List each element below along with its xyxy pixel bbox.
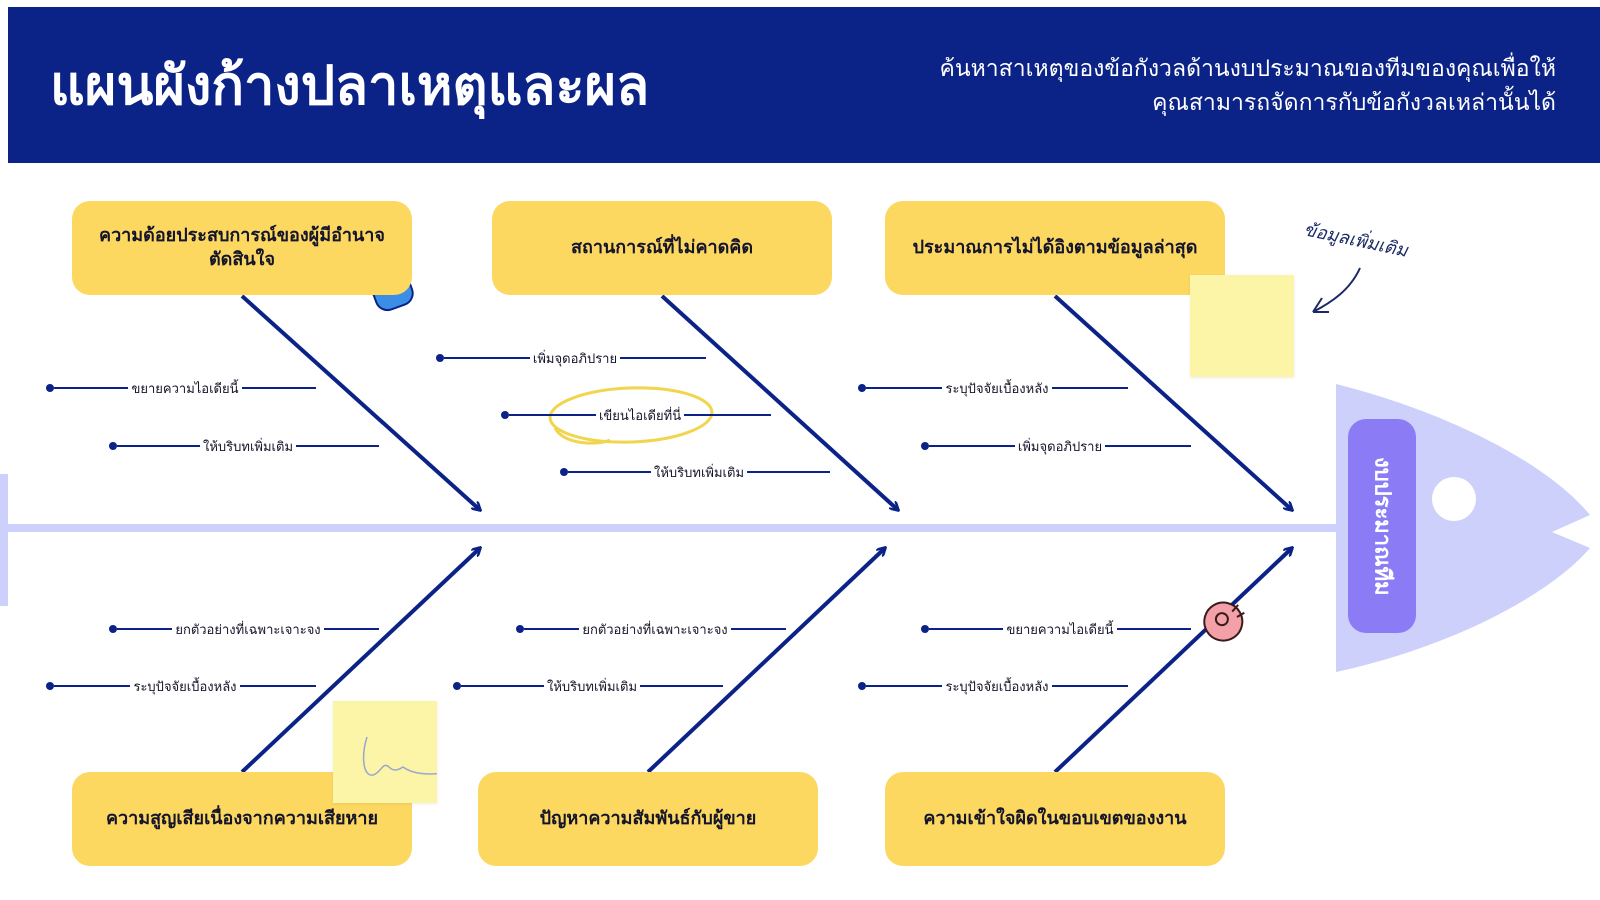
subcause-item[interactable]: ยกตัวอย่างที่เฉพาะเจาะจง: [109, 619, 379, 639]
ok-hand-sticker: [1203, 601, 1245, 642]
subcause-item[interactable]: ระบุปัจจัยเบื้องหลัง: [858, 676, 1128, 696]
bone-top-middle: [660, 294, 898, 510]
subcause-item[interactable]: ระบุปัจจัยเบื้องหลัง: [858, 378, 1128, 398]
subcause-item[interactable]: ยกตัวอย่างที่เฉพาะเจาะจง: [516, 619, 786, 639]
highlight-circle: [548, 386, 714, 444]
subcause-label: ขยายความไอเดียนี้: [1006, 622, 1114, 638]
subcause-label: ระบุปัจจัยเบื้องหลัง: [945, 679, 1049, 695]
subcause-label: ให้บริบทเพิ่มเติม: [203, 439, 294, 455]
subcause-label: ยกตัวอย่างที่เฉพาะเจาะจง: [175, 622, 321, 638]
page-subtitle: ค้นหาสาเหตุของข้อกังวลด้านงบประมาณของทีม…: [939, 56, 1557, 116]
bone-top-left: [240, 294, 480, 510]
category-box-top-right[interactable]: ประมาณการไม่ได้อิงตามข้อมูลล่าสุด: [885, 201, 1225, 295]
effect-box[interactable]: งบประมาณทีม: [1348, 419, 1416, 633]
fish-eye: [1432, 477, 1476, 521]
bone-bottom-left: [240, 548, 480, 774]
bone-bottom-right: [1053, 548, 1292, 774]
subcause-item[interactable]: เพิ่มจุดอภิปราย: [436, 348, 707, 368]
sticky-note-bottom-left[interactable]: [333, 701, 437, 803]
subcause-label: ระบุปัจจัยเบื้องหลัง: [945, 381, 1049, 397]
subcause-label: ให้บริบทเพิ่มเติม: [547, 679, 638, 695]
bone-bottom-middle: [646, 548, 885, 774]
subcause-label: เพิ่มจุดอภิปราย: [1017, 439, 1103, 455]
signature-scribble: [362, 736, 437, 776]
fish-tail: [0, 474, 8, 606]
bone-top-right: [1053, 294, 1292, 510]
subcause-item[interactable]: ให้บริบทเพิ่มเติม: [453, 676, 724, 696]
category-box-top-middle[interactable]: สถานการณ์ที่ไม่คาดคิด: [492, 201, 832, 295]
category-box-top-left[interactable]: ความด้อยประสบการณ์ของผู้มีอำนาจตัดสินใจ: [72, 201, 412, 295]
subcause-label: ระบุปัจจัยเบื้องหลัง: [133, 679, 237, 695]
subcause-item[interactable]: เขียนไอเดียที่นี่: [501, 405, 772, 425]
subcause-item[interactable]: ระบุปัจจัยเบื้องหลัง: [46, 676, 316, 696]
effect-label: งบประมาณทีม: [1369, 456, 1395, 596]
subcause-label: ขยายความไอเดียนี้: [131, 381, 239, 397]
sticky-note-top-right[interactable]: [1190, 275, 1294, 377]
subcause-label: เพิ่มจุดอภิปราย: [532, 351, 618, 367]
subcause-item[interactable]: ขยายความไอเดียนี้: [46, 378, 316, 398]
fish-spine: [0, 524, 1340, 532]
header-banner: [8, 7, 1600, 163]
subcause-label: ให้บริบทเพิ่มเติม: [654, 465, 745, 481]
curved-arrow-icon: [1312, 267, 1361, 313]
category-box-bottom-right[interactable]: ความเข้าใจผิดในขอบเขตของงาน: [885, 772, 1225, 866]
page-title: แผนผังก้างปลาเหตุและผล: [50, 54, 650, 117]
highlight-circle-tail: [553, 427, 611, 445]
subcause-item[interactable]: ให้บริบทเพิ่มเติม: [109, 436, 380, 456]
subcause-item[interactable]: ให้บริบทเพิ่มเติม: [560, 462, 831, 482]
subcause-label: ยกตัวอย่างที่เฉพาะเจาะจง: [582, 622, 728, 638]
subcause-label: เขียนไอเดียที่นี่: [598, 408, 682, 424]
subcause-item[interactable]: ขยายความไอเดียนี้: [921, 619, 1191, 639]
category-box-bottom-middle[interactable]: ปัญหาความสัมพันธ์กับผู้ขาย: [478, 772, 818, 866]
subcause-item[interactable]: เพิ่มจุดอภิปราย: [921, 436, 1192, 456]
